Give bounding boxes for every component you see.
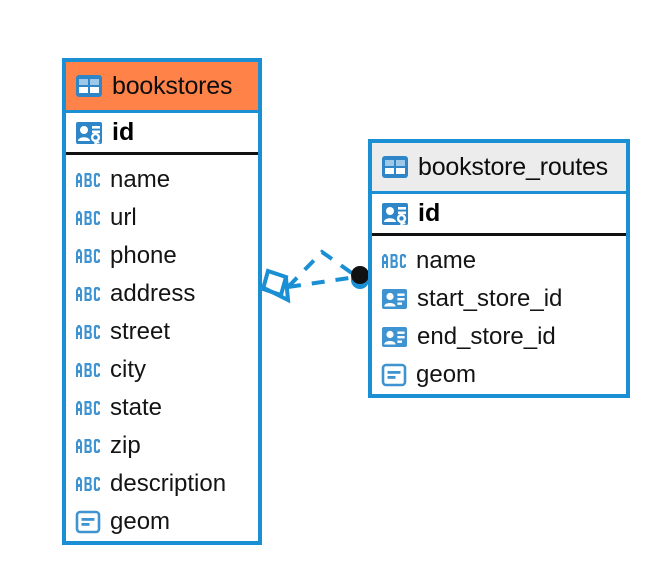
field-label: url	[110, 204, 137, 231]
field-row-zip[interactable]: zip	[66, 427, 258, 465]
field-row-end-store-id[interactable]: end_store_id	[372, 318, 626, 356]
text-abc-icon	[75, 438, 101, 454]
text-abc-icon	[381, 253, 407, 269]
primary-key-row-bookstores[interactable]: id	[66, 110, 258, 155]
entity-table-bookstores[interactable]: bookstores id	[62, 58, 262, 545]
field-label: geom	[110, 508, 171, 535]
field-label: name	[110, 166, 171, 193]
field-list-bookstores: name url	[66, 155, 258, 548]
field-label: city	[110, 356, 146, 383]
entity-table-bookstore-routes[interactable]: bookstore_routes id	[368, 139, 630, 398]
field-label: end_store_id	[417, 323, 556, 350]
text-abc-icon	[75, 172, 101, 188]
field-label: start_store_id	[417, 285, 563, 312]
entity-header-bookstores[interactable]: bookstores	[66, 62, 258, 110]
text-abc-icon	[75, 324, 101, 340]
field-list-bookstore-routes: name start_store_id	[372, 236, 626, 401]
field-label: phone	[110, 242, 177, 269]
field-label: description	[110, 470, 227, 497]
text-abc-icon	[75, 362, 101, 378]
field-label: geom	[416, 361, 477, 388]
text-abc-icon	[75, 476, 101, 492]
field-row-start-store-id[interactable]: start_store_id	[372, 280, 626, 318]
relationship-branch-upper	[286, 249, 358, 289]
field-row-name[interactable]: name	[372, 242, 626, 280]
foreign-key-icon	[381, 287, 408, 311]
field-label: street	[110, 318, 171, 345]
field-row-phone[interactable]: phone	[66, 237, 258, 275]
field-row-url[interactable]: url	[66, 199, 258, 237]
field-row-geom[interactable]: geom	[66, 503, 258, 541]
filled-circle-marker	[351, 266, 369, 289]
field-label: state	[110, 394, 163, 421]
relationship-branch-lower	[287, 275, 357, 289]
field-label: zip	[110, 432, 141, 459]
field-row-description[interactable]: description	[66, 465, 258, 503]
primary-key-label: id	[418, 199, 441, 227]
entity-title: bookstore_routes	[418, 152, 608, 181]
text-abc-icon	[75, 248, 101, 264]
foreign-key-icon	[381, 325, 408, 349]
field-row-city[interactable]: city	[66, 351, 258, 389]
text-abc-icon	[75, 210, 101, 226]
primary-key-label: id	[112, 118, 135, 146]
primary-key-icon	[75, 119, 103, 147]
crows-foot-many-marker	[260, 268, 291, 304]
text-abc-icon	[75, 400, 101, 416]
entity-header-bookstore-routes[interactable]: bookstore_routes	[372, 143, 626, 191]
primary-key-row-bookstore-routes[interactable]: id	[372, 191, 626, 236]
field-row-geom[interactable]: geom	[372, 356, 626, 394]
field-row-name[interactable]: name	[66, 161, 258, 199]
geometry-icon	[75, 510, 101, 534]
primary-key-icon	[381, 200, 409, 228]
entity-title: bookstores	[112, 71, 233, 100]
field-row-address[interactable]: address	[66, 275, 258, 313]
table-icon	[381, 155, 409, 179]
field-row-street[interactable]: street	[66, 313, 258, 351]
field-label: name	[416, 247, 477, 274]
field-row-state[interactable]: state	[66, 389, 258, 427]
table-icon	[75, 74, 103, 98]
text-abc-icon	[75, 286, 101, 302]
field-label: address	[110, 280, 196, 307]
geometry-icon	[381, 363, 407, 387]
